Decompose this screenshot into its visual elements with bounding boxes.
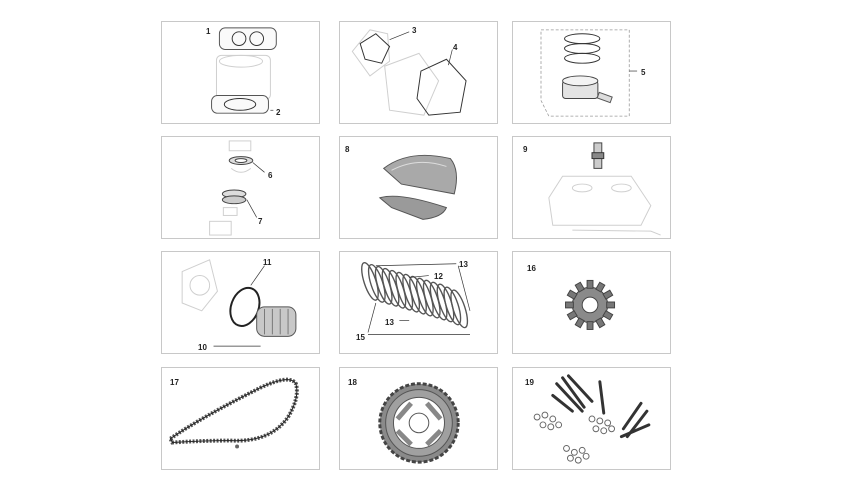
- front-sprocket-illustration: [565, 279, 616, 330]
- callout-8: 8: [345, 145, 350, 154]
- spark-plug-illustration: [548, 142, 661, 236]
- clutch-plates-illustration: [361, 261, 471, 335]
- panel-rear-sprocket[interactable]: 18: [339, 367, 498, 470]
- drive-chain-illustration: [167, 377, 299, 449]
- callout-11: 11: [263, 258, 272, 267]
- rear-sprocket-illustration: [378, 382, 460, 464]
- callout-17: 17: [170, 378, 179, 387]
- panel-air-filter[interactable]: 8: [339, 136, 498, 239]
- callout-3: 3: [412, 26, 417, 35]
- callout-2: 2: [276, 108, 281, 117]
- callout-13-bottom: 13: [385, 318, 394, 327]
- callout-16: 16: [527, 264, 536, 273]
- air-filter-illustration: [378, 154, 457, 220]
- oil-filter-illustration: [181, 259, 297, 347]
- cylinder-gaskets-illustration: [211, 27, 277, 114]
- panel-drive-chain[interactable]: 17: [161, 367, 320, 470]
- panel-crankcase-gaskets[interactable]: 3 4: [339, 21, 498, 124]
- callout-4: 4: [453, 43, 458, 52]
- panel-piston-kit[interactable]: 5: [512, 21, 671, 124]
- callout-7: 7: [258, 217, 263, 226]
- panel-bearings[interactable]: 6 7: [161, 136, 320, 239]
- callout-10: 10: [198, 343, 207, 352]
- panel-clutch-plates[interactable]: 13 12 13 15: [339, 251, 498, 354]
- panel-oil-filter[interactable]: 11 10: [161, 251, 320, 354]
- panel-cylinder-gaskets[interactable]: 1 2: [161, 21, 320, 124]
- callout-1: 1: [206, 27, 211, 36]
- callout-9: 9: [523, 145, 528, 154]
- panel-front-sprocket[interactable]: 16: [512, 251, 671, 354]
- panel-bolts-washers[interactable]: 19: [512, 367, 671, 470]
- callout-12: 12: [434, 272, 443, 281]
- piston-kit-illustration: [540, 29, 638, 117]
- bolts-washers-illustration: [533, 374, 651, 464]
- callout-19: 19: [525, 378, 534, 387]
- callout-15: 15: [356, 333, 365, 342]
- bearings-illustration: [209, 140, 265, 236]
- panel-spark-plug[interactable]: 9: [512, 136, 671, 239]
- callout-18: 18: [348, 378, 357, 387]
- callout-6: 6: [268, 171, 273, 180]
- crankcase-gaskets-illustration: [351, 29, 467, 116]
- callout-13-top: 13: [459, 260, 468, 269]
- callout-5: 5: [641, 68, 646, 77]
